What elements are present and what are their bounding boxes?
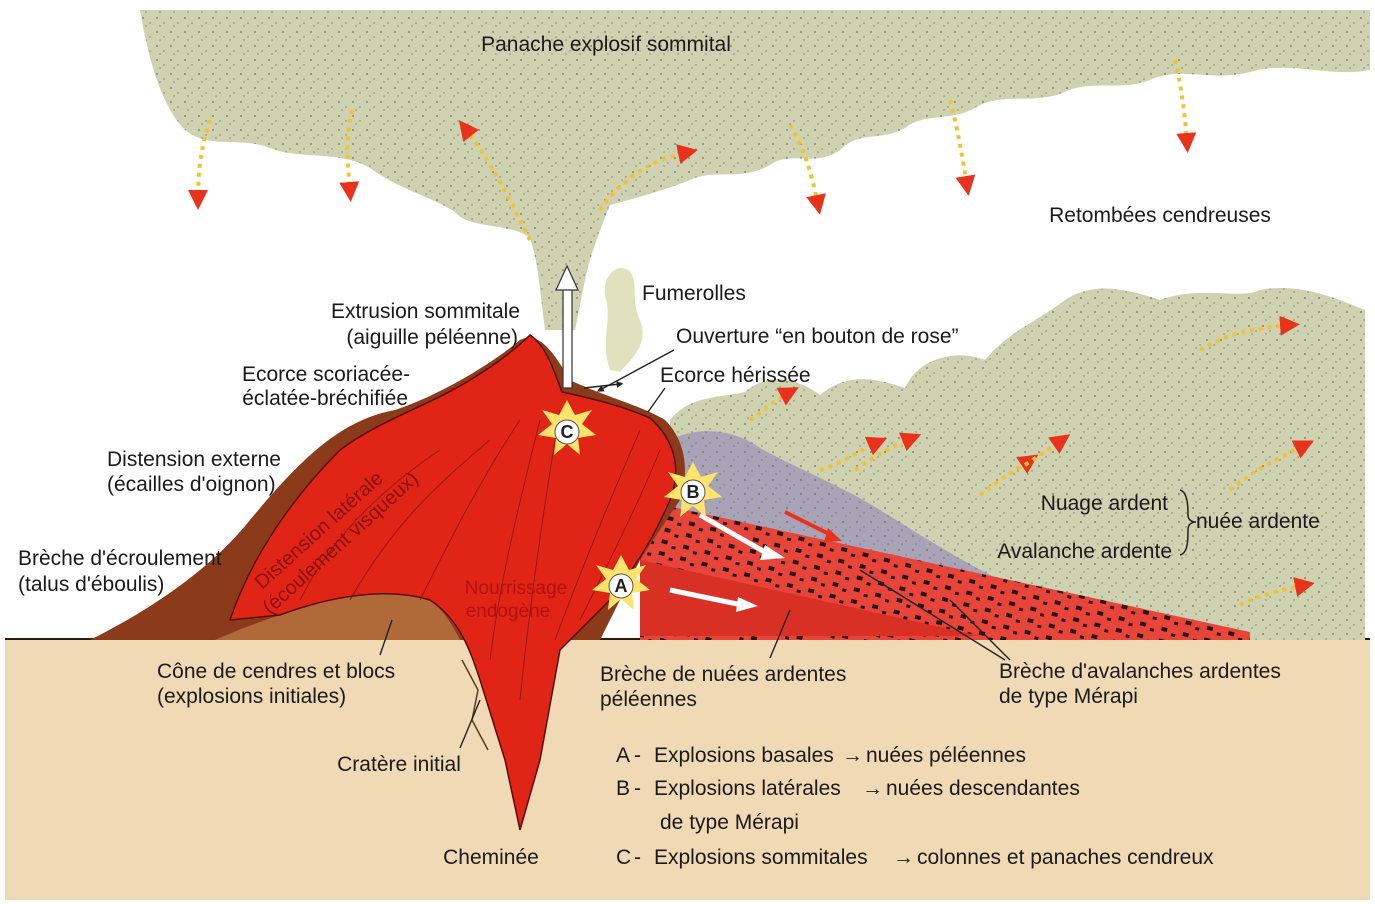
label-scoriaceous-crust-1: Ecorce scoriacée- (242, 363, 410, 386)
label-scoriaceous-crust-2: éclatée-bréchifiée (242, 387, 408, 410)
legend-a-cause: Explosions basales (654, 744, 834, 767)
legend-c-letter: C (616, 846, 631, 869)
label-external-distension-1: Distension externe (107, 448, 281, 471)
legend-a-arrow: → (842, 744, 863, 767)
marker-c-label: C (561, 422, 574, 442)
label-external-distension-2: (écailles d'oignon) (107, 473, 276, 496)
label-ash-block-cone-2: (explosions initiales) (157, 685, 346, 708)
label-chimney: Cheminée (443, 846, 539, 869)
label-ash-fall: Retombées cendreuses (1049, 204, 1271, 227)
label-merapi-breccia-2: de type Mérapi (999, 685, 1138, 708)
legend-item-a: A - Explosions basales → nuées péléennes (616, 744, 1026, 767)
svg-text:-: - (634, 846, 641, 869)
legend-b-effect-1: nuées descendantes (886, 777, 1080, 800)
label-initial-crater: Cratère initial (337, 753, 461, 776)
svg-text:-: - (634, 744, 641, 767)
label-summit-extrusion-2: (aiguille péléenne) (346, 326, 518, 349)
label-merapi-breccia-1: Brèche d'avalanches ardentes (999, 660, 1281, 683)
legend-c-arrow: → (893, 846, 914, 869)
label-plume: Panache explosif sommital (481, 33, 731, 56)
label-nuee-ardente: nuée ardente (1196, 510, 1320, 533)
label-collapse-breccia-2: (talus d'éboulis) (18, 573, 164, 596)
marker-b-label: B (687, 482, 700, 502)
label-endogenous-1: Nourrissage (465, 578, 567, 599)
label-collapse-breccia-1: Brèche d'écroulement (18, 547, 222, 570)
legend-c-effect: colonnes et panaches cendreux (917, 846, 1214, 869)
label-ash-block-cone-1: Cône de cendres et blocs (157, 660, 395, 683)
legend-b-cause: Explosions latérales (654, 777, 841, 800)
label-fumaroles: Fumerolles (642, 282, 746, 305)
label-pelean-breccia-2: péléennes (600, 688, 697, 711)
legend-a-effect: nuées péléennes (866, 744, 1026, 767)
label-ardent-avalanche: Avalanche ardente (997, 540, 1172, 563)
legend-a-letter: A (616, 744, 630, 767)
label-ardent-cloud: Nuage ardent (1041, 492, 1168, 515)
marker-a-label: A (615, 576, 628, 596)
label-rose-bud: Ouverture “en bouton de rose” (676, 325, 959, 348)
legend-b-effect-2: de type Mérapi (660, 811, 799, 834)
legend-c-cause: Explosions sommitales (654, 846, 868, 869)
label-endogenous-2: endogène (466, 601, 551, 622)
svg-text:-: - (634, 777, 641, 800)
label-spiny-crust: Ecorce hérissée (660, 364, 811, 387)
legend-b-letter: B (616, 777, 630, 800)
legend-b-arrow: → (862, 777, 883, 800)
label-summit-extrusion-1: Extrusion sommitale (331, 300, 520, 323)
label-pelean-breccia-1: Brèche de nuées ardentes (600, 663, 846, 686)
